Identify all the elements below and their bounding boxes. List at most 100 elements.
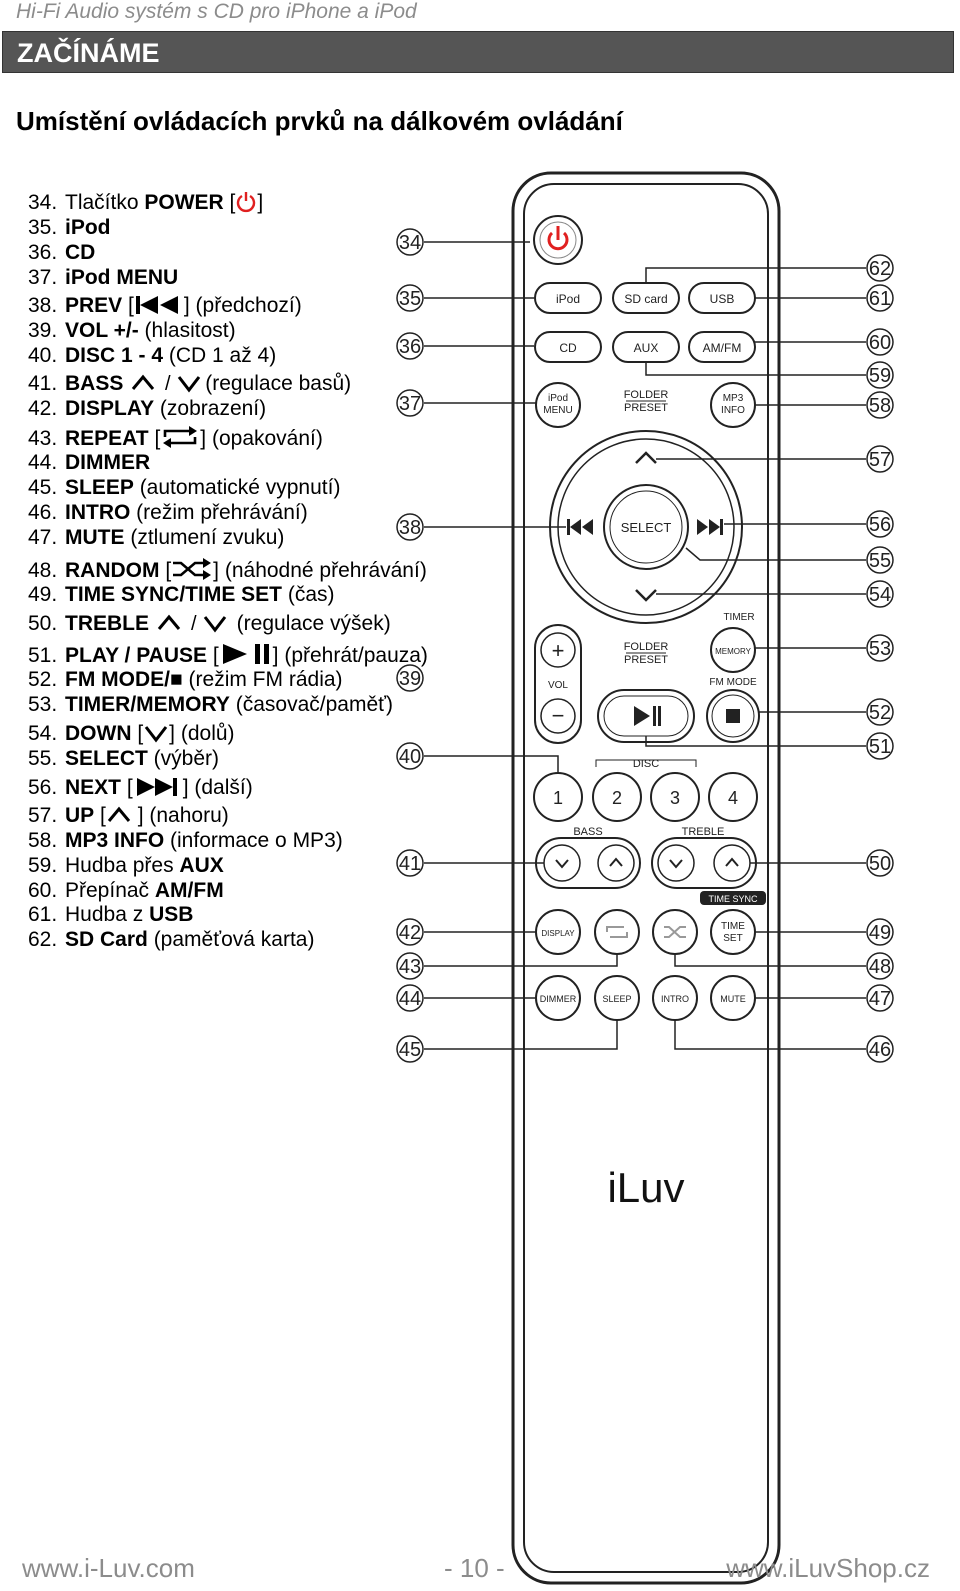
vol-up-button	[540, 632, 576, 668]
repeat-icon	[160, 426, 200, 450]
leader-line	[674, 954, 866, 967]
time-set-label-2: SET	[723, 933, 742, 944]
up-down-icon: /	[129, 372, 205, 395]
time-sync-label: TIME SYNC	[708, 894, 758, 904]
section-title: ZAČÍNÁME	[17, 38, 160, 68]
callout-circle	[866, 849, 894, 877]
item-tail: ] (další)	[182, 776, 253, 799]
prev-icon-bar	[567, 519, 570, 535]
item-label: REPEAT	[65, 427, 149, 450]
leader-line	[645, 267, 866, 283]
item-tail: ] (dolů)	[169, 722, 235, 745]
sleep-label: SLEEP	[602, 994, 631, 1004]
stop-icon	[726, 709, 740, 723]
item-label: MP3 INFO	[65, 829, 165, 852]
item-label: RANDOM	[65, 559, 160, 582]
svg-text:/: /	[165, 373, 171, 394]
callout-number: 34	[399, 232, 421, 254]
footer-right-url: www.iLuvShop.cz	[726, 1553, 930, 1583]
next-icon-2	[709, 519, 720, 535]
item-label-2: AM/FM	[154, 879, 224, 902]
item-number: 35.	[28, 216, 58, 239]
mp3-label-2: INFO	[721, 405, 745, 416]
leader-line	[424, 755, 559, 773]
item-label: iPod	[65, 216, 111, 239]
callout-number: 40	[399, 746, 421, 768]
item-label: DISPLAY	[65, 397, 155, 420]
list-item: 39.VOL +/- (hlasitost)	[28, 318, 236, 344]
treble-down-button	[657, 844, 695, 882]
item-number: 43.	[28, 427, 58, 450]
display-label: DISPLAY	[541, 929, 575, 938]
item-label: NEXT	[65, 776, 122, 799]
disc-2-label: 2	[612, 788, 622, 808]
callout-number: 50	[869, 853, 891, 875]
down-arrow-icon	[635, 589, 657, 602]
item-number: 42.	[28, 397, 58, 420]
up-down-icon: /	[155, 612, 231, 635]
callout-number: 59	[869, 365, 891, 387]
list-item: 59.Hudba přes AUX	[28, 853, 224, 879]
item-bracket: [	[94, 804, 106, 827]
time-set-button	[710, 909, 756, 955]
callout-circle	[866, 952, 894, 980]
list-item: 57.UP [ ] (nahoru)	[28, 803, 229, 829]
pause-icon-bar-2	[658, 706, 661, 726]
item-number: 40.	[28, 344, 58, 367]
callout-circle	[396, 513, 424, 541]
item-number: 52.	[28, 668, 58, 691]
disc-3-button	[650, 772, 700, 822]
item-tail: ] (předchozí)	[183, 294, 302, 317]
item-bracket: [	[148, 427, 161, 450]
treble-up-icon	[725, 857, 739, 867]
intro-label: INTRO	[661, 994, 689, 1004]
callout-circle	[396, 849, 424, 877]
item-number: 61.	[28, 903, 58, 926]
list-item: 55.SELECT (výběr)	[28, 746, 219, 772]
item-number: 51.	[28, 644, 58, 667]
callout-circle	[866, 634, 894, 662]
callout-number: 35	[399, 288, 421, 310]
item-tail: ] (opakování)	[200, 427, 323, 450]
callout-number: 43	[399, 956, 421, 978]
item-text: Přepínač	[65, 879, 155, 902]
callout-number: 61	[869, 288, 891, 310]
power-button-ring	[539, 221, 577, 259]
item-number: 57.	[28, 804, 58, 827]
item-text: (CD 1 až 4)	[163, 344, 277, 367]
item-label: VOL +/-	[65, 319, 139, 342]
sdcard-button-label: SD card	[624, 292, 667, 306]
folder-label-top: FOLDER	[624, 389, 669, 401]
callout-number: 52	[869, 702, 891, 724]
callout-circle	[866, 984, 894, 1012]
fm-mode-label: FM MODE	[709, 677, 757, 688]
item-text: (režim přehrávání)	[130, 501, 308, 524]
list-item: 47.MUTE (ztlumení zvuku)	[28, 525, 284, 551]
footer-left-url: www.i-Luv.com	[22, 1553, 195, 1583]
item-label: CD	[65, 241, 96, 264]
list-item: 40.DISC 1 - 4 (CD 1 až 4)	[28, 343, 276, 369]
prev-icon	[570, 519, 581, 535]
callout-circle	[866, 328, 894, 356]
item-label: SELECT	[65, 747, 148, 770]
item-number: 34.	[28, 191, 58, 214]
callout-number: 53	[869, 638, 891, 660]
vol-up-icon: +	[552, 638, 565, 663]
item-tail: ] (nahoru)	[131, 804, 229, 827]
list-item: 44.DIMMER	[28, 450, 150, 476]
callout-number: 42	[399, 922, 421, 944]
list-item: 49.TIME SYNC/TIME SET (čas)	[28, 582, 335, 608]
item-bracket: [	[207, 644, 219, 667]
item-label-2: POWER	[144, 191, 224, 214]
leader-line	[424, 1020, 618, 1050]
callout-number: 38	[399, 517, 421, 539]
play-icon	[634, 706, 650, 726]
callout-number: 49	[869, 922, 891, 944]
callout-circle	[866, 254, 894, 282]
item-label-2: USB	[149, 903, 194, 926]
item-number: 39.	[28, 319, 58, 342]
item-text: Tlačítko	[65, 191, 145, 214]
list-item: 35. iPod	[28, 215, 111, 241]
item-bracket: [	[121, 776, 133, 799]
